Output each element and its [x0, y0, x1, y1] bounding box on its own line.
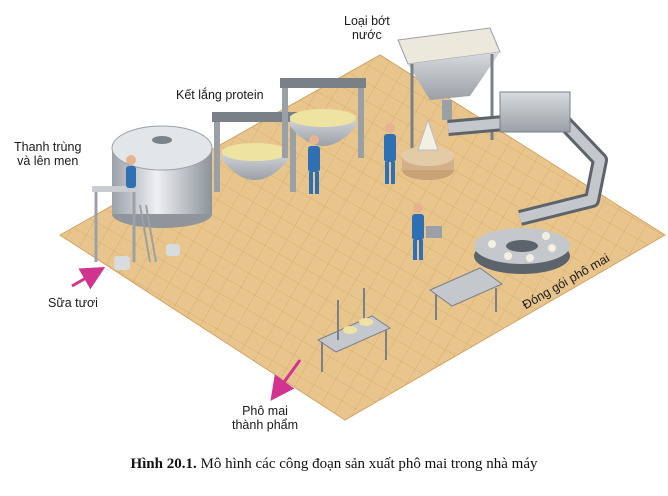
caption-number: Hình 20.1.	[130, 456, 197, 472]
label-whey-removal: Loại bớt nước	[344, 14, 390, 42]
settling-vat	[280, 78, 366, 158]
press-station	[402, 118, 454, 180]
label-finished-cheese-line1: Phô mai	[242, 404, 288, 418]
settling-vat	[212, 112, 298, 192]
label-whey-removal-line1: Loại bớt	[344, 14, 390, 28]
cheese-rack	[316, 288, 392, 372]
caption-text: Mô hình các công đoạn sản xuất phô mai t…	[200, 456, 538, 472]
label-finished-cheese: Phô mai thành phẩm	[232, 404, 298, 432]
label-pasteurize: Thanh trùng và lên men	[14, 140, 81, 168]
label-fresh-milk: Sữa tươi	[48, 296, 98, 310]
label-finished-cheese-line2: thành phẩm	[232, 418, 299, 432]
worker-figure	[412, 203, 442, 260]
conveyor-belt	[447, 91, 608, 226]
label-whey-removal-line2: nước	[351, 28, 382, 42]
label-protein-settling: Kết lắng protein	[176, 88, 264, 102]
finished-cheese-arrow	[270, 359, 302, 401]
worker-figure	[308, 135, 320, 194]
packing-table	[429, 267, 503, 320]
worker-figure	[384, 123, 396, 184]
fresh-milk-arrow	[71, 267, 106, 290]
figure-caption: Hình 20.1. Mô hình các công đoạn sản xuấ…	[0, 456, 668, 473]
label-pasteurize-line1: Thanh trùng	[14, 140, 82, 154]
worker-figure	[126, 155, 136, 188]
label-pasteurize-line2: và lên men	[17, 154, 79, 168]
whey-hopper	[397, 27, 501, 150]
packaging-turntable	[474, 228, 570, 274]
